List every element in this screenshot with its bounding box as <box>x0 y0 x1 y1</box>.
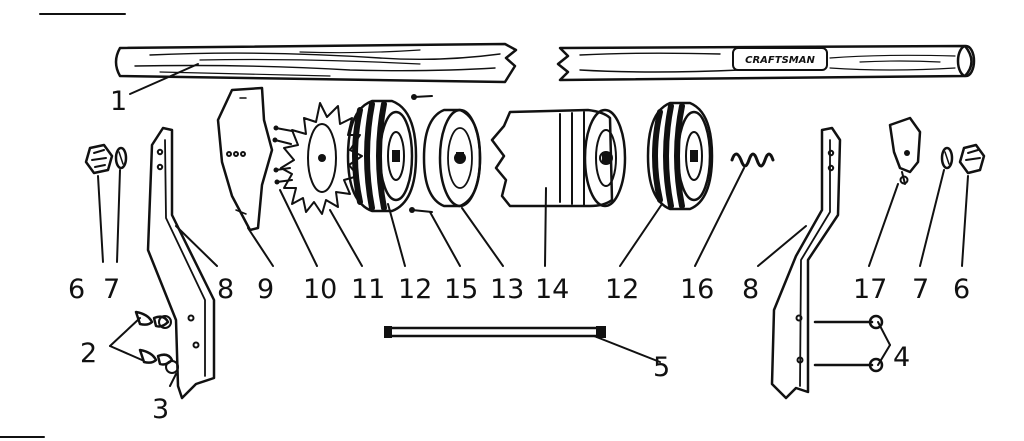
callout-2: 2 <box>80 338 97 369</box>
handle-right-section: CRAFTSMAN <box>556 44 976 82</box>
callout-1: 1 <box>110 86 127 117</box>
callout-4: 4 <box>893 342 910 373</box>
bracket-clip <box>888 116 922 185</box>
hex-nut-left <box>84 143 114 175</box>
handle-left-section <box>114 42 518 84</box>
callout-10: 10 <box>303 274 337 305</box>
axle-shaft <box>384 326 606 338</box>
star-plate <box>216 86 274 232</box>
brand-plate <box>732 47 828 71</box>
pulley-left <box>346 99 418 213</box>
hub-flange <box>422 108 482 208</box>
drum-housing <box>490 108 627 208</box>
tine-bracket-left <box>146 126 216 400</box>
callout-8-left: 8 <box>217 274 234 305</box>
callout-14: 14 <box>535 274 569 305</box>
coil-spring <box>730 152 775 168</box>
screw-set <box>272 125 293 185</box>
carriage-bolts <box>813 314 884 373</box>
callout-11: 11 <box>351 274 385 305</box>
retaining-pins <box>409 94 433 213</box>
callout-17: 17 <box>853 274 887 305</box>
callout-5: 5 <box>653 352 670 383</box>
callout-7-right: 7 <box>912 274 929 305</box>
callout-16: 16 <box>680 274 714 305</box>
wing-nut-upper <box>134 310 172 329</box>
callout-6-left: 6 <box>68 274 85 305</box>
callout-12-right: 12 <box>605 274 639 305</box>
toothed-tine-disc <box>280 102 363 215</box>
pulley-right <box>646 101 714 211</box>
callout-9: 9 <box>257 274 274 305</box>
callout-7-left: 7 <box>103 274 120 305</box>
leader-lines <box>97 63 969 387</box>
wing-nut-lower <box>138 348 179 374</box>
callout-12-left: 12 <box>398 274 432 305</box>
hex-nut-right <box>958 143 986 175</box>
callout-6-right: 6 <box>953 274 970 305</box>
lock-washer-left <box>114 146 128 170</box>
callout-13: 13 <box>490 274 524 305</box>
callout-15: 15 <box>444 274 478 305</box>
callout-labels: 1 2 3 4 5 6 7 8 9 10 11 12 15 13 14 12 1… <box>68 86 970 425</box>
lock-washer-right <box>940 146 954 170</box>
callout-8-right: 8 <box>742 274 759 305</box>
tine-bracket-right <box>770 126 842 400</box>
callout-3: 3 <box>152 394 169 425</box>
brand-label: CRAFTSMAN <box>745 55 815 66</box>
